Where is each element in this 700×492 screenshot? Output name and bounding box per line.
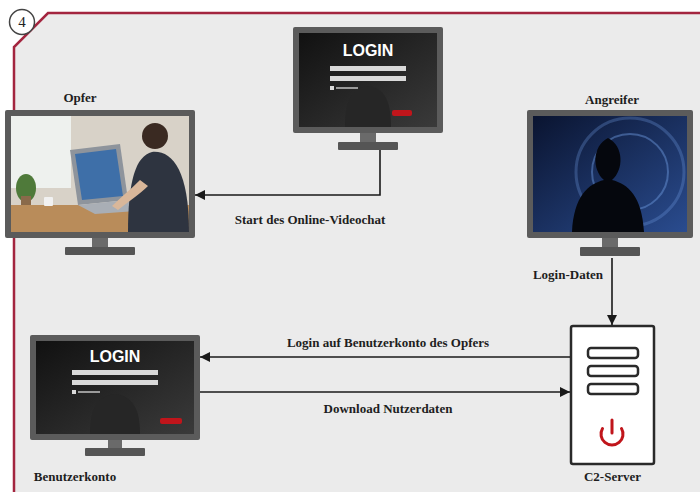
server-icon-part bbox=[611, 420, 614, 433]
server-icon-part bbox=[588, 384, 638, 394]
login-monitor bbox=[293, 27, 443, 150]
panel-part bbox=[14, 13, 700, 492]
panel-part bbox=[14, 13, 700, 492]
flow-arrow bbox=[195, 150, 380, 195]
victim-computer: Opfer bbox=[5, 90, 195, 255]
flow-arrow bbox=[200, 391, 570, 393]
login-screen: LOGIN bbox=[293, 27, 443, 150]
account-monitor-part bbox=[72, 390, 76, 394]
edge-label: Download Nutzerdaten bbox=[322, 401, 455, 417]
account-monitor-part bbox=[30, 335, 200, 440]
login-monitor-part bbox=[336, 87, 358, 89]
attacker-monitor-part bbox=[572, 138, 644, 232]
login-monitor-part bbox=[330, 76, 406, 81]
victim-stand-part bbox=[92, 238, 108, 247]
edge-label: Start des Online-Videochat bbox=[233, 212, 387, 228]
attacker-monitor-part bbox=[602, 238, 618, 247]
account-monitor-part bbox=[108, 440, 122, 448]
victim-monitor-part bbox=[5, 110, 195, 238]
account-monitor-part bbox=[72, 380, 158, 385]
login-monitor-part bbox=[330, 86, 334, 90]
c2-server: C2-Server bbox=[570, 325, 655, 487]
server-icon-part bbox=[588, 366, 638, 376]
server-icon-part bbox=[571, 326, 654, 464]
attacker-monitor-part bbox=[580, 247, 640, 256]
login-monitor-part bbox=[360, 133, 376, 142]
node-label: C2-Server bbox=[550, 469, 675, 485]
attacker-monitor bbox=[527, 110, 693, 256]
node-label: Benutzerkonto bbox=[10, 469, 140, 485]
victim-monitor-part bbox=[44, 197, 53, 206]
flow-arrow bbox=[200, 356, 570, 358]
callout-number: 4 bbox=[8, 13, 36, 31]
account-monitor-part bbox=[90, 394, 140, 434]
login-monitor-part bbox=[293, 27, 443, 133]
server-icon bbox=[571, 326, 654, 464]
node-label: Opfer bbox=[35, 90, 125, 106]
victim-stand bbox=[65, 238, 135, 255]
account-monitor-part bbox=[160, 418, 182, 424]
victim-monitor-part bbox=[21, 196, 31, 206]
attacker-monitor-part bbox=[533, 116, 687, 232]
login-monitor-part bbox=[338, 142, 398, 150]
account-monitor-part bbox=[78, 391, 100, 393]
login-monitor-part bbox=[345, 86, 391, 127]
victim-monitor-part bbox=[70, 144, 128, 205]
screen-title: LOGIN bbox=[30, 347, 200, 366]
step-number: 4 bbox=[8, 8, 36, 36]
screen-title: LOGIN bbox=[293, 41, 443, 60]
attacker-monitor-part bbox=[527, 110, 693, 238]
victim-stand-part bbox=[65, 247, 135, 255]
account-monitor-part bbox=[85, 448, 145, 456]
login-monitor-part bbox=[392, 110, 412, 116]
server-icon-part bbox=[588, 348, 638, 358]
login-monitor-part bbox=[330, 66, 406, 71]
attacker-computer: Angreifer bbox=[527, 92, 693, 258]
victim-monitor-part bbox=[75, 149, 123, 200]
account-monitor bbox=[30, 335, 200, 456]
victim-monitor bbox=[5, 110, 195, 238]
account-monitor-part bbox=[72, 370, 158, 375]
edge-label: Login-Daten bbox=[531, 267, 605, 283]
node-label: Angreifer bbox=[572, 92, 652, 108]
edge-label: Login auf Benutzerkonto des Opfers bbox=[285, 335, 491, 351]
victim-monitor-part bbox=[142, 123, 168, 149]
user-account: LOGINBenutzerkonto bbox=[30, 335, 200, 488]
victim-monitor-part bbox=[11, 116, 189, 232]
victim-monitor-part bbox=[112, 180, 148, 210]
flow-arrow bbox=[611, 258, 613, 325]
